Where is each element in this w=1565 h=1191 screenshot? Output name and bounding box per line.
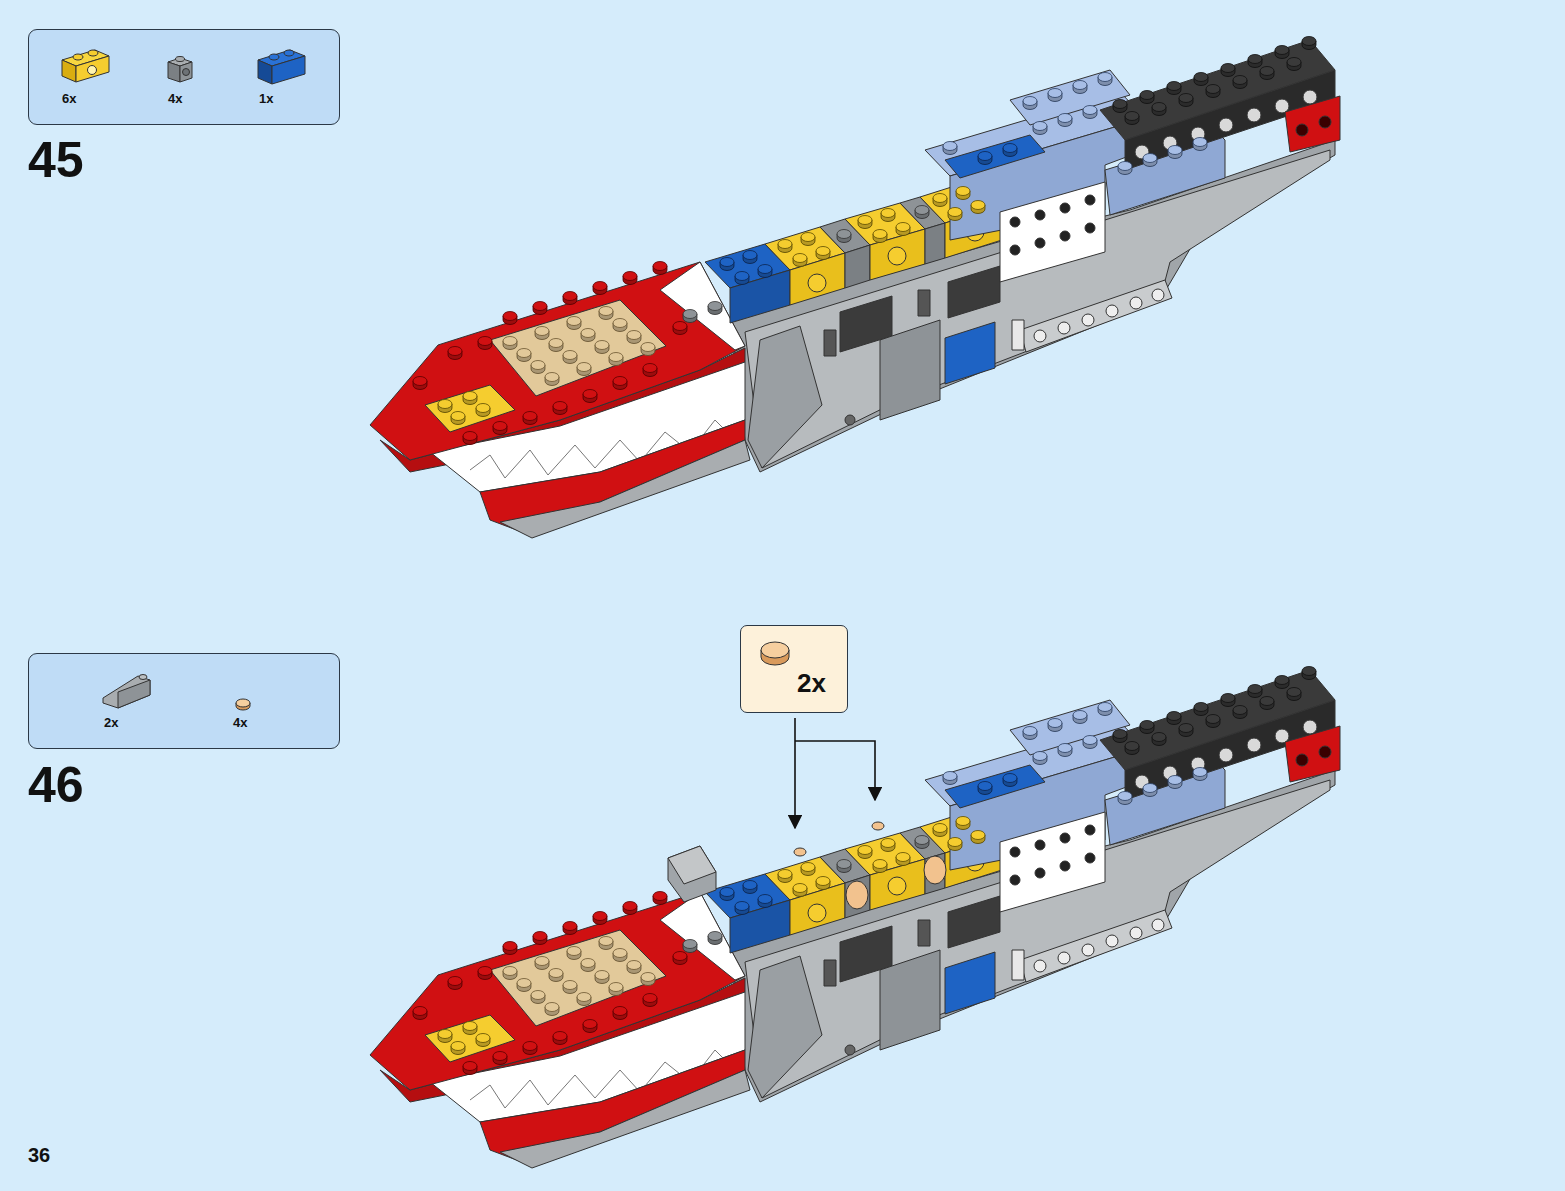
parts-list-box: 2x 4x xyxy=(28,653,340,749)
yellow-technic-brick xyxy=(62,50,109,82)
tan-round-tile xyxy=(761,642,789,665)
drawing-part xyxy=(795,741,875,800)
drawing-part xyxy=(924,856,946,884)
part-count: 6x xyxy=(62,92,76,105)
drawing-part xyxy=(88,66,97,75)
step-number: 45 xyxy=(28,135,84,185)
drawing-part xyxy=(370,667,1340,1169)
drawing-part xyxy=(62,50,109,66)
drawing-part xyxy=(761,650,789,665)
drawing-part xyxy=(88,50,98,56)
drawing-part xyxy=(76,56,109,82)
drawing-part xyxy=(794,848,806,856)
grey-slope xyxy=(103,675,150,709)
grey-brick-with-side-stud xyxy=(168,57,192,83)
drawing-part xyxy=(168,58,192,66)
drawing-part xyxy=(846,881,868,909)
part-count: 4x xyxy=(168,92,182,105)
model-step-45 xyxy=(370,37,1340,539)
callout-box: 2x xyxy=(740,625,848,713)
drawing-part xyxy=(168,62,180,82)
page-number: 36 xyxy=(28,1145,50,1165)
drawing-part xyxy=(668,846,716,884)
drawing-part xyxy=(872,822,884,830)
drawing-part xyxy=(183,69,190,76)
drawing-part xyxy=(180,62,192,82)
leader-lines xyxy=(795,718,875,828)
blue-brick xyxy=(258,50,305,84)
step-number: 46 xyxy=(28,760,84,810)
drawing-part xyxy=(668,846,716,902)
drawing-part xyxy=(761,642,789,658)
drawing-part xyxy=(118,680,150,708)
drawing-part xyxy=(236,703,250,710)
parts-list-box: 6x 4x 1x xyxy=(28,29,340,125)
drawing-part xyxy=(668,822,946,909)
drawing-part xyxy=(794,718,796,828)
drawing-part xyxy=(269,54,279,60)
drawing-part xyxy=(139,675,147,680)
drawing-part xyxy=(62,60,76,82)
drawing-part xyxy=(370,37,1340,539)
drawing-part xyxy=(236,699,250,707)
part-count: 1x xyxy=(259,92,273,105)
drawing-part xyxy=(258,60,272,84)
part-count: 2x xyxy=(797,670,826,696)
drawing-part xyxy=(73,54,83,60)
drawing-part xyxy=(258,50,305,66)
part-count: 4x xyxy=(233,716,247,729)
drawing-part xyxy=(103,676,150,708)
drawing-part xyxy=(284,50,294,56)
drawing-part xyxy=(272,56,305,84)
tan-round-tile xyxy=(236,699,250,710)
part-count: 2x xyxy=(104,716,118,729)
drawing-part xyxy=(176,57,185,62)
drawing-part xyxy=(62,50,789,710)
model-step-46 xyxy=(370,667,1340,1169)
